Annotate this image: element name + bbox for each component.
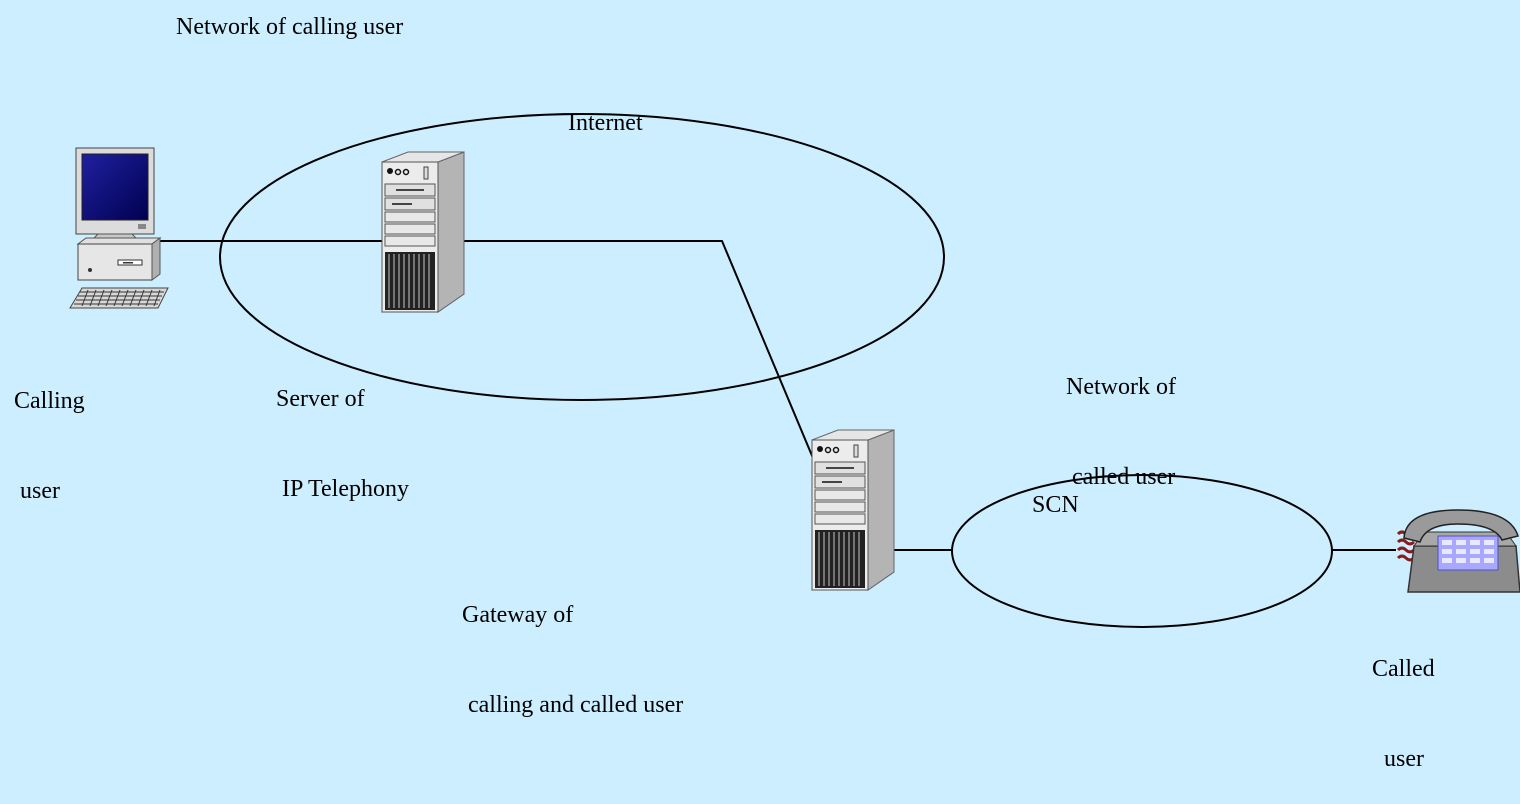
gateway-server-icon [811, 429, 895, 591]
network-diagram [69, 113, 1520, 628]
gateway-label-line2: calling and called user [462, 692, 684, 718]
called-network-label-line1: Network of [1066, 374, 1176, 400]
called-network-label: Network of called user [1066, 312, 1176, 522]
called-network-label-line2: called user [1066, 464, 1176, 490]
server-label: Server of IP Telephony [276, 324, 409, 534]
called-user-label: Called user [1372, 594, 1435, 804]
calling-user-label: Calling user [14, 326, 85, 536]
desktop-computer-icon [69, 147, 169, 309]
called-user-label-line2: user [1372, 746, 1424, 772]
internet-label: Internet [568, 110, 643, 136]
server-label-line2: IP Telephony [276, 476, 409, 502]
calling-user-label-line1: Calling [14, 388, 85, 414]
telephone-icon [1396, 509, 1520, 593]
calling-network-label: Network of calling user [176, 14, 404, 40]
server-label-line1: Server of [276, 386, 365, 412]
scn-label: SCN [1032, 492, 1079, 518]
gateway-label: Gateway of calling and called user [462, 540, 683, 750]
internet-cloud [219, 113, 945, 401]
calling-user-label-line2: user [14, 478, 60, 504]
called-user-label-line1: Called [1372, 656, 1435, 682]
gateway-label-line1: Gateway of [462, 602, 574, 628]
server-icon [381, 151, 465, 313]
link-computer-to-gateway [150, 240, 819, 471]
